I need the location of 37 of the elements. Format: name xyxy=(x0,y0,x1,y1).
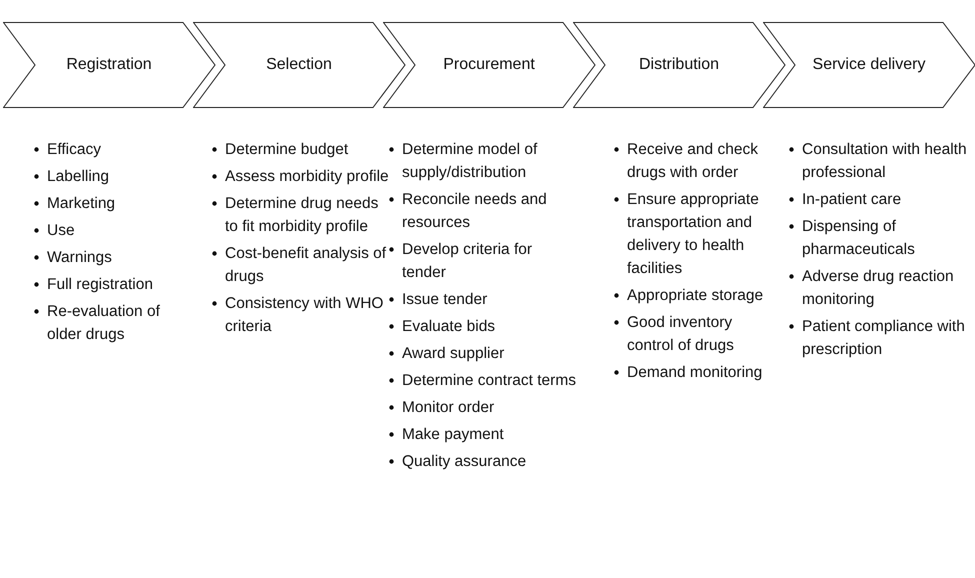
bullet-item: Determine model of supply/distribution xyxy=(402,140,538,183)
bullet-item: Receive and check drugs with order xyxy=(627,140,759,183)
bullet-item: Assess morbidity profile xyxy=(225,167,389,187)
bullet-item: Dispensing of pharmaceuticals xyxy=(802,217,916,260)
bullet-item: Issue tender xyxy=(402,290,488,310)
bullet-item: Quality assurance xyxy=(402,452,526,472)
bullet-item: Award supplier xyxy=(402,344,504,364)
bullet-item: Reconcile needs and resources xyxy=(402,190,548,233)
bullet-item: Marketing xyxy=(47,194,116,214)
step-label: Registration xyxy=(66,55,152,75)
step-label: Service delivery xyxy=(812,55,926,75)
bullet-item: Adverse drug reaction monitoring xyxy=(802,267,955,310)
bullet-item: Ensure appropriate transportation and delivery to health facilities xyxy=(627,190,760,279)
bullet-item: Determine budget xyxy=(225,140,348,160)
bullet-item: Good inventory control of drugs xyxy=(627,313,735,356)
bullet-item: In-patient care xyxy=(802,190,902,210)
bullet-item: Cost-benefit analysis of drugs xyxy=(225,244,388,287)
bullet-item: Labelling xyxy=(47,167,110,187)
bullet-item: Efficacy xyxy=(47,140,101,160)
bullet-item: Evaluate bids xyxy=(402,317,496,337)
bullet-item: Develop criteria for tender xyxy=(402,240,534,283)
bullet-item: Re-evaluation of older drugs xyxy=(47,302,161,345)
step-label: Selection xyxy=(266,55,332,75)
bullet-item: Determine contract terms xyxy=(402,371,576,391)
step-label: Procurement xyxy=(443,55,535,75)
bullet-item: Full registration xyxy=(47,275,153,295)
bullet-item: Demand monitoring xyxy=(627,363,762,383)
bullet-item: Patient compliance with prescription xyxy=(802,317,966,360)
bullet-item: Consistency with WHO criteria xyxy=(225,294,384,337)
bullet-item: Make payment xyxy=(402,425,504,445)
bullet-item: Monitor order xyxy=(402,398,494,418)
bullet-item: Determine drug needs to fit morbidity profile xyxy=(225,194,380,237)
bullet-item: Appropriate storage xyxy=(627,286,764,306)
bullet-item: Consultation with health professional xyxy=(802,140,968,183)
step-label: Distribution xyxy=(638,55,720,75)
bullet-item: Warnings xyxy=(47,248,112,268)
bullet-item: Use xyxy=(47,221,75,241)
